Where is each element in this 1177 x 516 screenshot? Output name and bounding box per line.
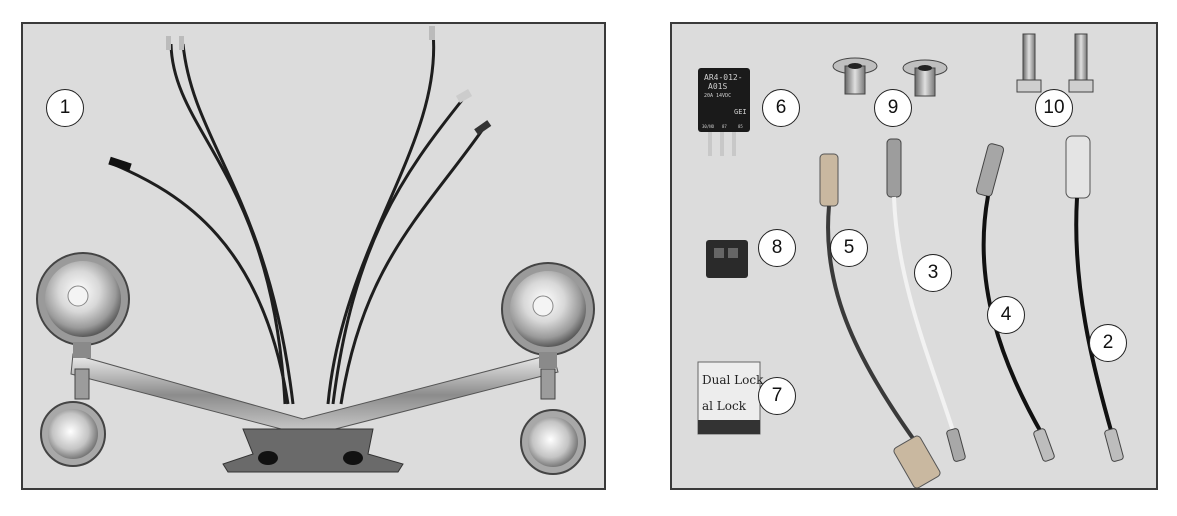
wire-connector: [706, 240, 748, 278]
lightbar-photo: [36, 26, 595, 475]
relay-label-line3: 20A 14VDC: [704, 93, 731, 99]
relay-pin-a: 30/NO: [702, 124, 715, 129]
right-signal-stem: [540, 368, 556, 400]
wire-end-black: [474, 120, 492, 136]
callout-10: 10: [1035, 89, 1073, 127]
chrome-light-bar: [70, 353, 559, 437]
tape-text-line1: Dual Lock: [702, 373, 764, 387]
jumper-wire-3: [886, 138, 966, 462]
relay-pin-b: 87: [722, 124, 727, 129]
wire-end-terminal: [429, 26, 435, 40]
wire-end-terminal: [455, 89, 473, 103]
left-signal-stem: [74, 368, 90, 400]
callout-6: 6: [762, 89, 800, 127]
wire-end-terminal: [166, 36, 171, 50]
left-turn-signal: [40, 401, 106, 467]
relay: AR4-012- A01S 20A 14VDC GEI 30/NO 87 85: [698, 68, 750, 156]
relay-pin-c: 85: [738, 124, 743, 129]
callout-2: 2: [1089, 324, 1127, 362]
hex-bolts: [1016, 33, 1094, 93]
right-turn-signal: [520, 409, 586, 475]
wire-harness: [112, 31, 485, 405]
components-photo: AR4-012- A01S 20A 14VDC GEI 30/NO 87 85: [697, 33, 1124, 488]
relay-brand: GEI: [734, 108, 747, 116]
callout-7: 7: [758, 377, 796, 415]
mounting-bracket: [222, 428, 404, 473]
dual-lock-tape: Dual Lock al Lock: [697, 361, 764, 435]
jumper-wire-5: [819, 153, 941, 488]
callout-1: 1: [46, 89, 84, 127]
callout-4: 4: [987, 296, 1025, 334]
callout-8: 8: [758, 229, 796, 267]
callout-5: 5: [830, 229, 868, 267]
right-headlamp: [501, 262, 595, 368]
callout-3: 3: [914, 254, 952, 292]
relay-label-line2: A01S: [708, 82, 727, 91]
tape-text-line2: al Lock: [702, 399, 747, 413]
jumper-wire-2: [1065, 135, 1124, 462]
wire-end-black: [108, 156, 132, 172]
callout-9: 9: [874, 89, 912, 127]
relay-label-line1: AR4-012-: [704, 73, 743, 82]
flange-bushings: [832, 57, 948, 97]
left-headlamp: [36, 252, 130, 358]
photo-panel-components: AR4-012- A01S 20A 14VDC GEI 30/NO 87 85: [670, 22, 1158, 490]
photo-panel-lightbar: 1: [21, 22, 606, 490]
wire-end-terminal: [179, 36, 184, 50]
